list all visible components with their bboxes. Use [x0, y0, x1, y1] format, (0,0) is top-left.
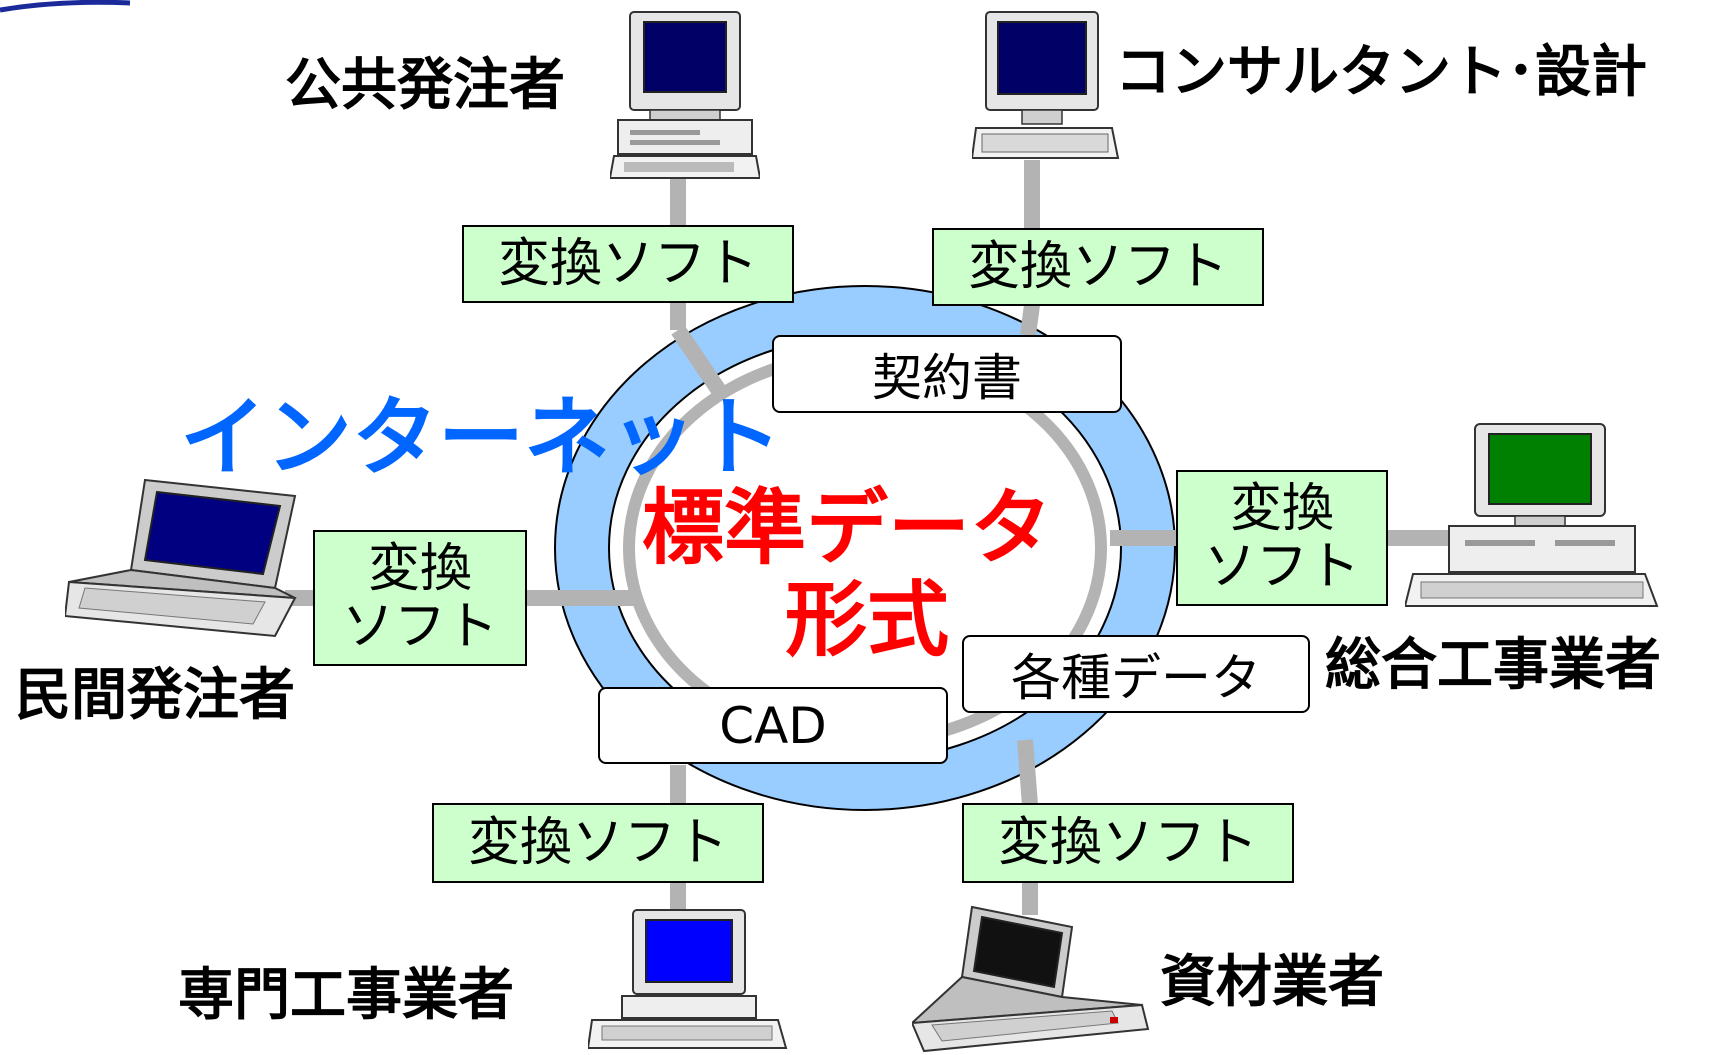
desktop-computer-icon: [972, 11, 1120, 159]
converter-consultant: 変換ソフト: [932, 228, 1264, 306]
laptop-computer-icon: [912, 905, 1150, 1053]
label-material-supplier: 資材業者: [1160, 950, 1384, 1015]
label-specialty-contractor: 専門工事業者: [178, 963, 514, 1028]
label-private-orderer: 民間発注者: [15, 663, 295, 728]
tag-various-data: 各種データ: [962, 635, 1310, 713]
tag-contract: 契約書: [772, 335, 1122, 413]
converter-line2: ソフト: [1203, 537, 1360, 597]
converter-public-orderer: 変換ソフト: [462, 225, 794, 303]
converter-general-contractor: 変換ソフト: [1176, 470, 1388, 606]
corner-swoosh-decoration: [0, 0, 131, 13]
converter-private-orderer: 変換ソフト: [313, 530, 527, 666]
label-public-orderer: 公共発注者: [285, 53, 565, 118]
converter-specialty-contractor: 変換ソフト: [432, 803, 764, 883]
desktop-computer-icon: [588, 909, 788, 1049]
desktop-computer-icon: [1405, 423, 1659, 607]
label-consultant: コンサルタント･設計: [1115, 40, 1647, 105]
desktop-computer-icon: [610, 11, 760, 179]
tag-cad: CAD: [598, 687, 948, 764]
label-general-contractor: 総合工事業者: [1325, 633, 1661, 698]
center-title-line2: 形式: [785, 573, 950, 668]
center-title-line1: 標準データ: [642, 481, 1053, 576]
converter-line2: ソフト: [341, 597, 498, 657]
converter-line1: 変換: [1229, 478, 1334, 539]
converter-line1: 変換: [367, 538, 472, 599]
internet-label: インターネット: [180, 388, 782, 488]
laptop-computer-icon: [65, 478, 297, 638]
converter-material-supplier: 変換ソフト: [962, 803, 1294, 883]
